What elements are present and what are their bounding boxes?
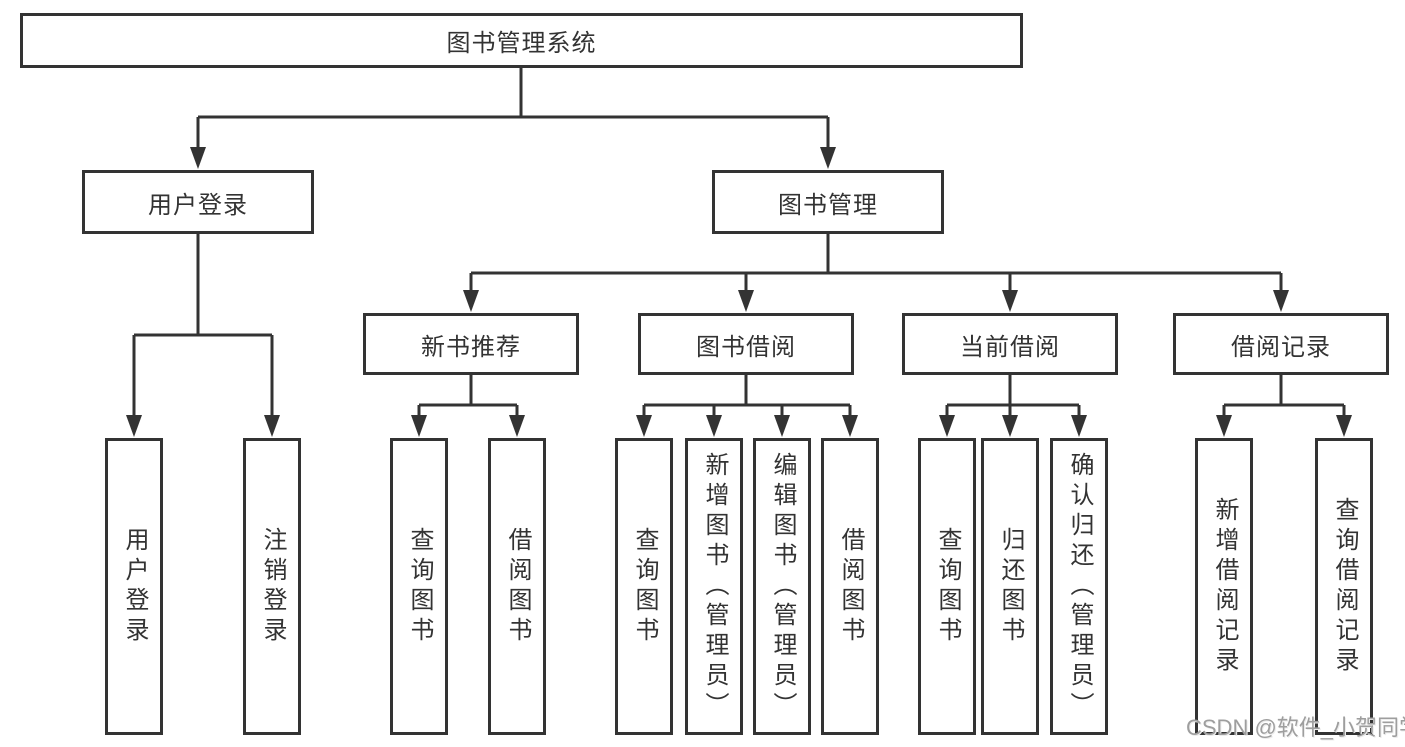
node-borrowing-records-label: 借阅记录: [1231, 333, 1331, 361]
leaf-query-books-recommend-label: 查询图书: [406, 526, 433, 647]
leaf-logout: 注销登录: [243, 438, 301, 735]
leaf-edit-book-admin: 编辑图书（管理员）: [753, 438, 811, 735]
node-user-login-label: 用户登录: [148, 191, 248, 219]
node-current-borrowing-label: 当前借阅: [960, 333, 1060, 361]
leaf-add-borrow-record-label: 新增借阅记录: [1211, 496, 1238, 677]
leaf-query-borrow-record: 查询借阅记录: [1315, 438, 1373, 735]
leaf-add-book-admin: 新增图书（管理员）: [685, 438, 743, 735]
leaf-return-book-label: 归还图书: [997, 526, 1024, 647]
leaf-borrow-books-borrowing-label: 借阅图书: [837, 526, 864, 647]
leaf-return-book: 归还图书: [981, 438, 1039, 735]
leaf-query-books-current: 查询图书: [918, 438, 976, 735]
leaf-query-borrow-record-label: 查询借阅记录: [1331, 496, 1358, 677]
leaf-borrow-books-recommend: 借阅图书: [488, 438, 546, 735]
leaf-query-books-borrowing: 查询图书: [615, 438, 673, 735]
leaf-user-login-label: 用户登录: [121, 526, 148, 647]
leaf-borrow-books-recommend-label: 借阅图书: [504, 526, 531, 647]
node-book-management: 图书管理: [712, 170, 944, 234]
leaf-query-books-borrowing-label: 查询图书: [631, 526, 658, 647]
leaf-logout-label: 注销登录: [259, 526, 286, 647]
leaf-user-login: 用户登录: [105, 438, 163, 735]
arrowheads: [126, 147, 1352, 437]
leaf-confirm-return-admin: 确认归还（管理员）: [1050, 438, 1108, 735]
leaf-add-borrow-record: 新增借阅记录: [1195, 438, 1253, 735]
node-new-book-recommend-label: 新书推荐: [421, 333, 521, 361]
node-borrowing-records: 借阅记录: [1173, 313, 1389, 375]
node-new-book-recommend: 新书推荐: [363, 313, 579, 375]
node-system-root-label: 图书管理系统: [446, 30, 597, 57]
leaf-confirm-return-admin-label: 确认归还（管理员）: [1066, 451, 1093, 722]
leaf-edit-book-admin-label: 编辑图书（管理员）: [769, 451, 796, 722]
leaf-query-books-recommend: 查询图书: [390, 438, 448, 735]
leaf-query-books-current-label: 查询图书: [934, 526, 961, 647]
node-book-borrowing: 图书借阅: [638, 313, 854, 375]
node-book-borrowing-label: 图书借阅: [696, 333, 796, 361]
node-system-root: 图书管理系统: [20, 13, 1023, 68]
leaf-borrow-books-borrowing: 借阅图书: [821, 438, 879, 735]
node-user-login: 用户登录: [82, 170, 314, 234]
node-current-borrowing: 当前借阅: [902, 313, 1118, 375]
leaf-add-book-admin-label: 新增图书（管理员）: [701, 451, 728, 722]
node-book-management-label: 图书管理: [778, 191, 878, 219]
